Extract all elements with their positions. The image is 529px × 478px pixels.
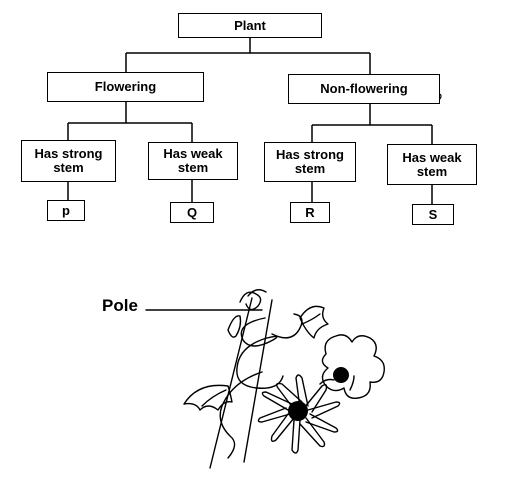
flowering-strong-stem-label: Has strong stem — [34, 146, 103, 175]
leaf-r-label: R — [305, 204, 315, 220]
non-flowering-strong-stem-label: Has strong stem — [276, 147, 344, 176]
leaf-q-label: Q — [186, 204, 198, 220]
leaf-s-node: S — [412, 204, 454, 225]
flower-lower-center — [288, 401, 308, 421]
non-flowering-weak-stem-node: Has weak stem — [387, 144, 477, 185]
non-flowering-strong-stem-node: Has strong stem — [264, 142, 356, 182]
leaf-upper — [299, 305, 329, 339]
flowering-strong-stem-node: Has strong stem — [21, 140, 116, 182]
plant-label: Plant — [234, 17, 266, 33]
flowering-label: Flowering — [94, 79, 157, 94]
plant-node: Plant — [178, 13, 322, 38]
leaf-r-node: R — [290, 202, 330, 223]
flower-lower — [257, 374, 341, 454]
non-flowering-label: Non-flowering — [320, 81, 408, 96]
leaf-left — [183, 384, 233, 411]
flowering-node: Flowering — [47, 72, 204, 102]
leaf-p-node: p — [47, 200, 85, 221]
twining-stem — [219, 317, 284, 459]
non-flowering-weak-stem-label: Has weak stem — [402, 149, 462, 179]
flower-upper-center — [333, 367, 349, 383]
pole-right-edge — [243, 299, 273, 463]
flower-upper — [319, 334, 385, 399]
leaf-p-label: p — [62, 202, 70, 218]
pole-label: Pole — [102, 296, 138, 315]
leaf-q-node: Q — [170, 202, 214, 223]
flowering-weak-stem-label: Has weak stem — [163, 146, 223, 175]
flowering-weak-stem-node: Has weak stem — [148, 142, 238, 180]
leaf-s-label: S — [428, 206, 438, 222]
non-flowering-node: Non-flowering — [288, 74, 440, 104]
